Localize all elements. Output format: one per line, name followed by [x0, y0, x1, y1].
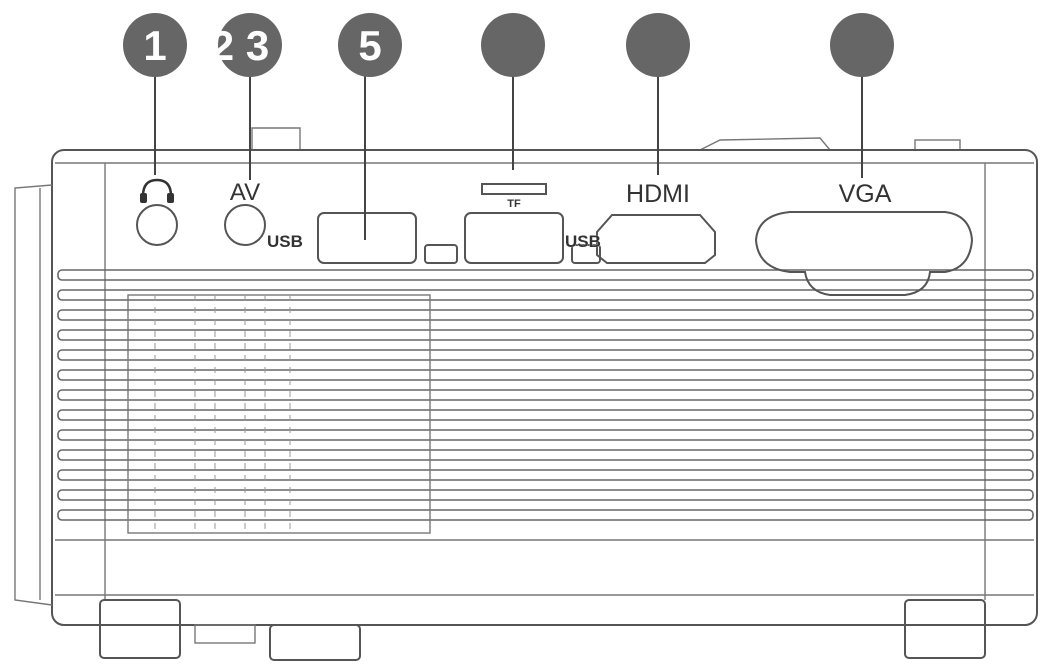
foot-right [904, 599, 986, 659]
foot-middle [269, 624, 361, 661]
vga-port [754, 211, 974, 296]
label-usb-left: USB [267, 232, 303, 251]
vent-slat [57, 409, 1034, 421]
vent-slat [57, 489, 1034, 501]
top-button [914, 139, 961, 151]
callout-1-number: 1 [143, 22, 166, 69]
label-tf: TF [507, 198, 521, 210]
foot-left [99, 599, 181, 659]
vent-grille [57, 269, 1034, 521]
label-usb-right: USB [565, 232, 601, 251]
vent-slat [57, 329, 1034, 341]
vent-slat [57, 429, 1034, 441]
label-vga: VGA [839, 180, 892, 208]
callout-4 [481, 13, 545, 77]
vent-slat [57, 449, 1034, 461]
vent-slat [57, 509, 1034, 521]
callout-2-number: 2 3 [211, 22, 269, 69]
callout-5 [626, 13, 690, 77]
vent-slat [57, 389, 1034, 401]
callout-1: 1 [123, 13, 187, 77]
housing-outline [51, 149, 1038, 626]
vent-slat [57, 289, 1034, 301]
speaker-grid-columns [154, 295, 291, 533]
vent-slat [57, 469, 1034, 481]
callout-2: 2 3 [211, 13, 282, 77]
foot-bar [194, 624, 256, 644]
vent-slat [57, 269, 1034, 281]
vent-slat [57, 369, 1034, 381]
vent-slat [57, 349, 1034, 361]
top-tab [251, 127, 301, 150]
callout-3: 5 [338, 13, 402, 77]
callout-3-number: 5 [358, 22, 381, 69]
callout-6 [830, 13, 894, 77]
port-divider-left [424, 244, 458, 264]
usb-port-left [317, 212, 417, 264]
label-hdmi: HDMI [626, 180, 690, 208]
av-port [224, 204, 266, 246]
label-av: AV [230, 179, 260, 206]
hdmi-port [596, 214, 716, 264]
headphone-icon [140, 178, 174, 203]
usb-port-right [464, 212, 564, 264]
vent-slat [57, 309, 1034, 321]
speaker-grid [127, 294, 431, 534]
headphone-port [136, 204, 178, 246]
port-divider-right [571, 244, 601, 264]
left-side-panel [14, 184, 53, 606]
top-ridge [699, 137, 831, 151]
tf-card-slot [481, 183, 547, 195]
